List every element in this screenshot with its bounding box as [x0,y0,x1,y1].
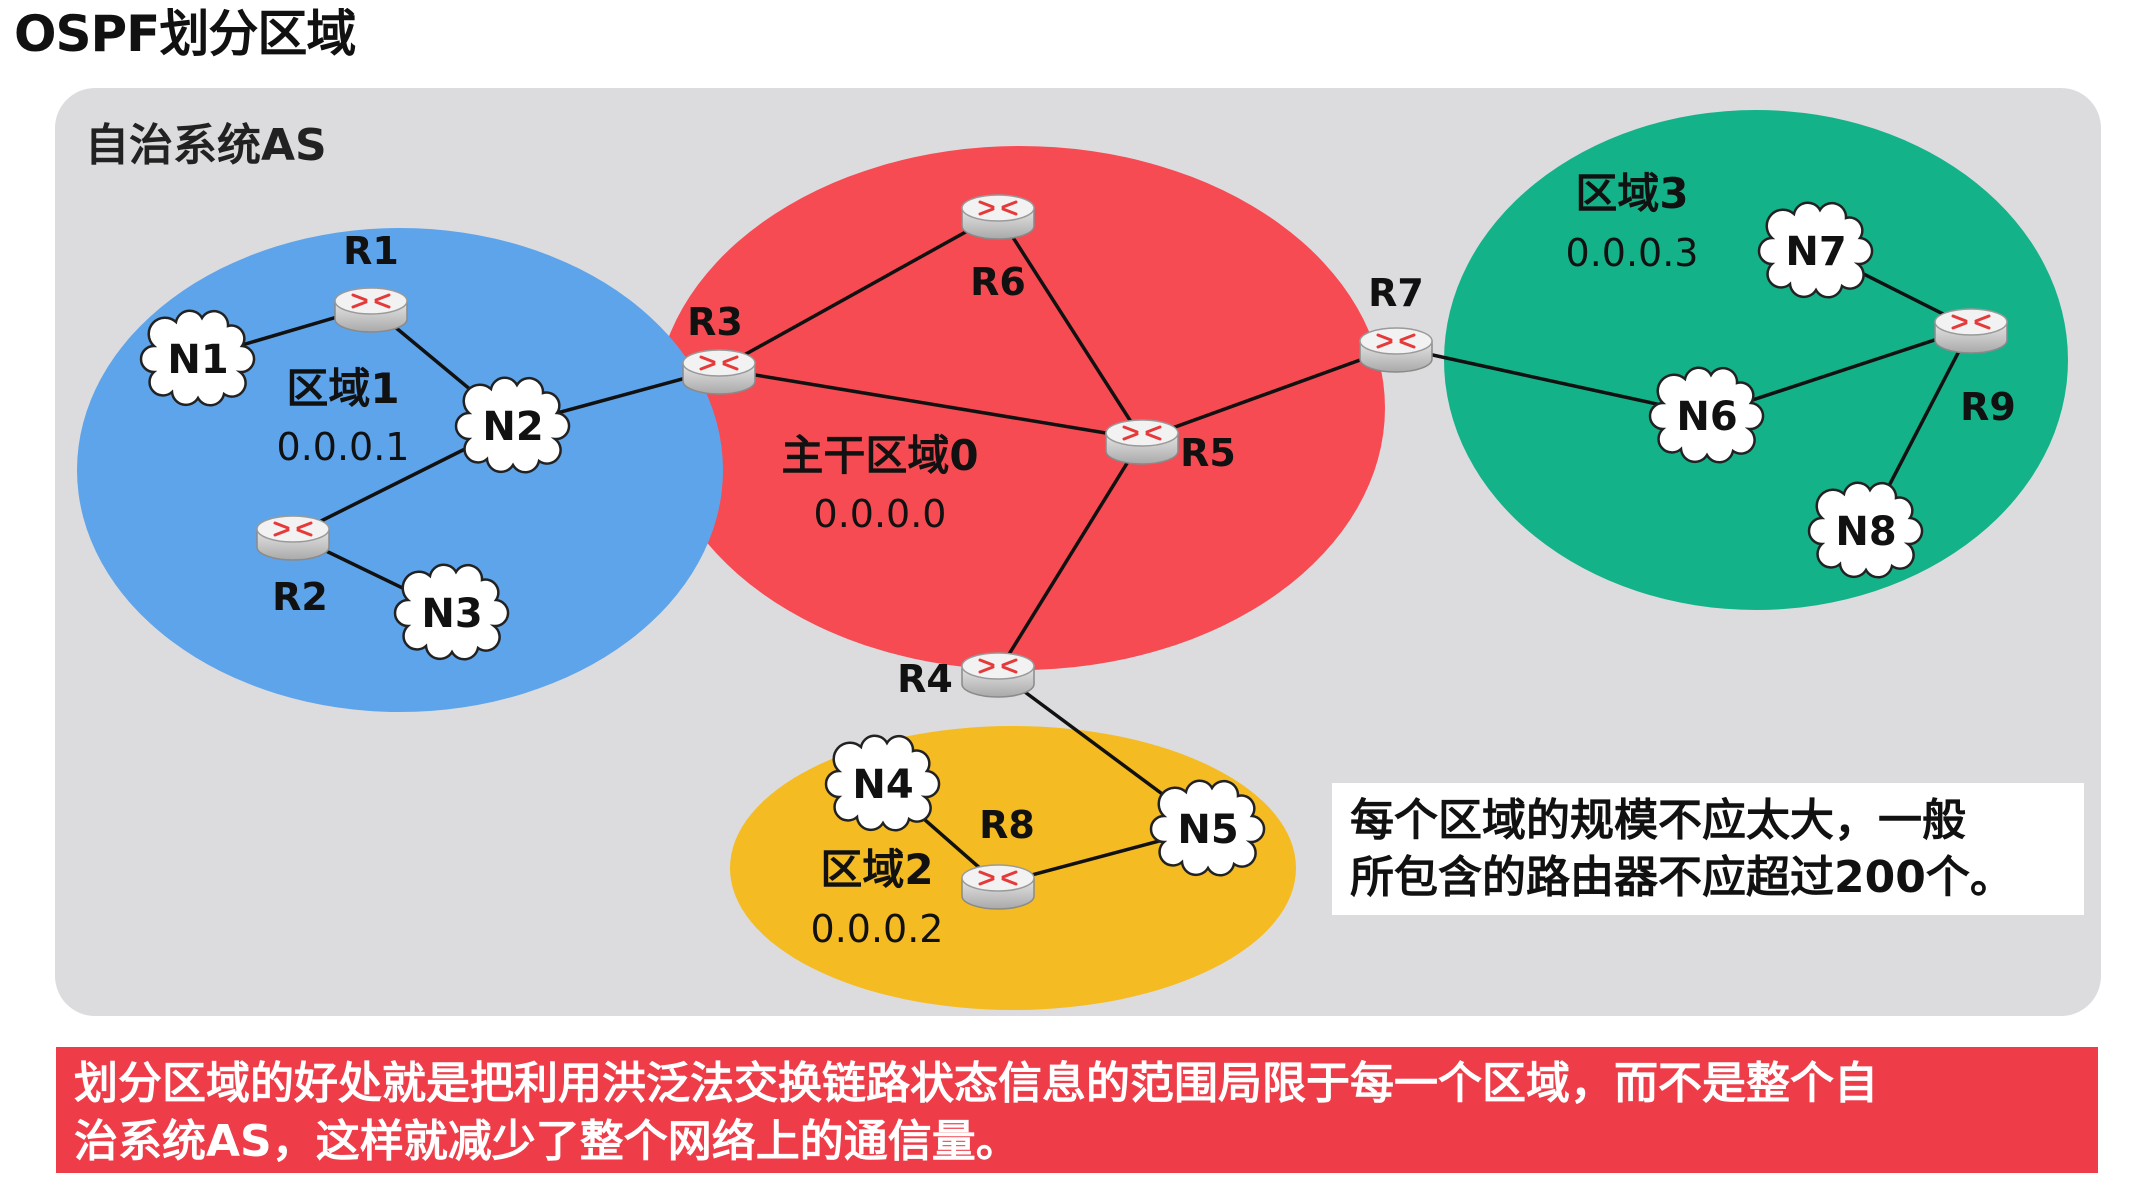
area1-id: 0.0.0.1 [277,425,410,469]
info-box-line-1: 每个区域的规模不应太大，一般 [1350,795,1966,846]
network-label-n5: N5 [1177,807,1238,853]
link-r3-r6 [718,212,999,371]
network-n1: N1 [139,309,256,407]
router-label-r7: R7 [1368,271,1424,315]
router-r3 [682,349,756,395]
router-label-r8: R8 [979,803,1035,847]
router-icon [961,652,1035,698]
network-label-n8: N8 [1835,509,1896,555]
router-icon [334,287,408,333]
info-box-line-2: 所包含的路由器不应超过200个。 [1350,852,2014,903]
network-n2: N2 [454,376,571,474]
bottom-note-line-1: 划分区域的好处就是把利用洪泛法交换链路状态信息的范围局限于每一个区域，而不是整个… [74,1058,1878,1109]
router-r6 [961,194,1035,240]
router-icon [682,349,756,395]
router-icon [1934,308,2008,354]
router-icon [961,194,1035,240]
router-icon [256,515,330,561]
bottom-note-line-2: 治系统AS，这样就减少了整个网络上的通信量。 [74,1116,1020,1167]
network-n4: N4 [824,734,941,832]
network-label-n6: N6 [1676,394,1737,440]
area0-name: 主干区域0 [781,431,978,480]
network-label-n4: N4 [852,762,913,808]
router-r7 [1359,327,1433,373]
area3-name: 区域3 [1575,169,1688,218]
router-label-r2: R2 [272,575,328,619]
network-n6: N6 [1648,366,1765,464]
router-label-r9: R9 [1960,385,2016,429]
area1-name: 区域1 [286,364,399,413]
page-title: OSPF划分区域 [14,5,356,63]
router-r1 [334,287,408,333]
router-label-r4: R4 [897,657,953,701]
bottom-note: 划分区域的好处就是把利用洪泛法交换链路状态信息的范围局限于每一个区域，而不是整个… [56,1047,2098,1173]
router-r8 [961,864,1035,910]
network-label-n2: N2 [482,404,543,450]
network-n3: N3 [393,563,510,661]
as-label: 自治系统AS [85,120,327,171]
link-r3-r5 [718,367,1143,441]
router-icon [1105,419,1179,465]
area0-id: 0.0.0.0 [814,492,947,536]
info-box: 每个区域的规模不应太大，一般 所包含的路由器不应超过200个。 [1332,783,2084,915]
area2-name: 区域2 [820,845,933,894]
network-n5: N5 [1149,779,1266,877]
router-r4 [961,652,1035,698]
link-r5-r4 [996,438,1144,673]
router-label-r3: R3 [687,300,743,344]
network-label-n1: N1 [167,337,228,383]
router-label-r6: R6 [970,260,1026,304]
area2-id: 0.0.0.2 [811,907,944,951]
area3-region [1444,110,2068,610]
network-n7: N7 [1757,201,1874,299]
router-label-r5: R5 [1180,431,1236,475]
network-label-n7: N7 [1785,229,1846,275]
router-r9 [1934,308,2008,354]
router-label-r1: R1 [343,229,399,273]
router-icon [961,864,1035,910]
area0-region [655,146,1385,670]
link-r7-n6 [1395,345,1708,417]
router-icon [1359,327,1433,373]
router-r5 [1105,419,1179,465]
area3-id: 0.0.0.3 [1566,231,1699,275]
network-label-n3: N3 [421,591,482,637]
link-r6-r5 [996,213,1144,440]
link-r5-r7 [1141,345,1397,441]
router-r2 [256,515,330,561]
network-n8: N8 [1807,481,1924,579]
